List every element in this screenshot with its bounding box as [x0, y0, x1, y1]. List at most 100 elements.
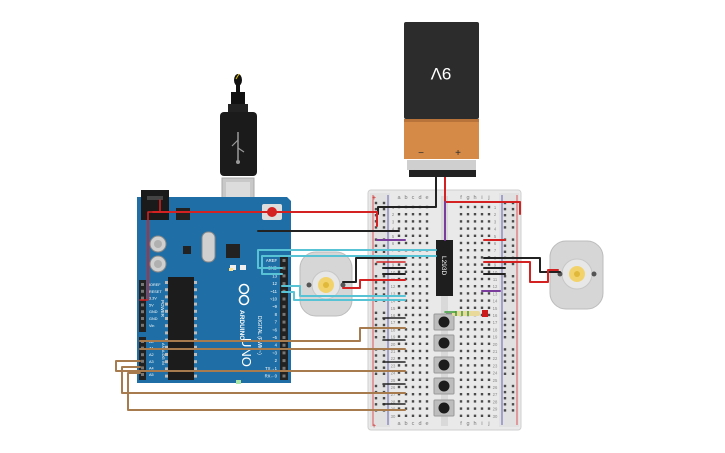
row-number: 26 — [493, 385, 498, 390]
row-number: 20 — [391, 342, 396, 347]
power-pin-label: RESET — [149, 290, 162, 294]
dc-motor-right[interactable] — [549, 240, 604, 310]
push-button[interactable] — [433, 334, 455, 352]
wire-motor-left-b — [342, 279, 406, 289]
power-pin-label: GND — [149, 310, 158, 314]
row-number: 12 — [493, 284, 498, 289]
analog-pin-label: A2 — [149, 353, 154, 357]
column-letter-bottom: f — [460, 421, 462, 427]
digital-pin-label: ~11 — [270, 289, 277, 294]
power-pin-label: 5V — [149, 303, 154, 307]
column-letter-top: i — [481, 195, 482, 201]
column-letter-bottom: b — [404, 421, 407, 427]
digital-pin-label: 4 — [275, 343, 278, 348]
row-number: 4 — [494, 227, 497, 232]
arduino-model-label: UNO — [239, 338, 254, 367]
battery-9v[interactable]: 9V − + — [404, 22, 479, 196]
row-number: 12 — [391, 284, 396, 289]
column-letter-top: g — [466, 195, 469, 201]
wire-button-5 — [115, 360, 406, 372]
row-number: 28 — [493, 399, 498, 404]
row-number: 11 — [493, 277, 498, 282]
analog-header[interactable] — [139, 337, 146, 380]
wire-motor-right-b — [483, 261, 559, 283]
wire-5v — [152, 211, 378, 227]
rail-plus-top-left: + — [372, 195, 376, 202]
wire-5v-board — [139, 199, 161, 301]
column-letter-bottom: h — [473, 421, 476, 427]
dc-motor-left[interactable] — [299, 251, 353, 317]
arduino-uno[interactable]: ARDUINO UNO DIGITAL (PWM~) POWER ANALOG … — [137, 190, 291, 384]
led-red[interactable] — [482, 310, 488, 317]
wire-motor-right-a — [483, 257, 561, 273]
row-number: 24 — [493, 371, 498, 376]
power-label: POWER — [160, 300, 165, 318]
digital-pin-label: ~9 — [272, 304, 277, 309]
push-button[interactable] — [433, 313, 455, 331]
row-number: 1 — [494, 205, 497, 210]
atmega-chip — [168, 277, 194, 380]
row-number: 10 — [391, 270, 396, 275]
digital-pin-label: TX→1 — [265, 366, 278, 371]
digital-pin-label: RX←0 — [265, 374, 278, 379]
push-button[interactable] — [433, 399, 455, 417]
resistor[interactable] — [446, 311, 480, 316]
digital-pin-label: ~5 — [272, 335, 277, 340]
column-letter-top: c — [412, 195, 415, 201]
row-number: 9 — [494, 263, 497, 268]
wire-battery-minus — [377, 195, 437, 215]
row-number: 5 — [494, 234, 497, 239]
row-number: 18 — [493, 327, 498, 332]
row-number: 29 — [493, 407, 498, 412]
l293d-chip[interactable]: L293D — [436, 240, 453, 296]
row-number: 4 — [392, 227, 395, 232]
row-number: 14 — [493, 299, 498, 304]
row-number: 19 — [391, 335, 396, 340]
row-number: 13 — [391, 291, 396, 296]
column-letter-top: f — [460, 195, 462, 201]
row-number: 30 — [391, 414, 396, 419]
row-number: 24 — [391, 371, 396, 376]
digital-pin-label: AREF — [266, 258, 278, 263]
digital-pin-label: ~3 — [272, 350, 277, 355]
digital-header[interactable] — [280, 255, 288, 380]
column-letter-bottom: c — [412, 421, 415, 427]
row-number: 17 — [391, 320, 396, 325]
column-letter-bottom: d — [418, 421, 421, 427]
row-number: 17 — [493, 320, 498, 325]
push-button[interactable] — [433, 377, 455, 395]
row-number: 30 — [493, 414, 498, 419]
row-number: 3 — [392, 219, 395, 224]
rail-plus-bottom-left: + — [372, 423, 376, 430]
push-button[interactable] — [433, 356, 455, 374]
column-letter-bottom: g — [466, 421, 469, 427]
wire-battery-plus — [444, 195, 521, 215]
row-number: 9 — [392, 263, 395, 268]
analog-pin-label: A3 — [149, 360, 154, 364]
wire-motor-left-a — [342, 257, 406, 283]
row-number: 15 — [493, 306, 498, 311]
digital-header-label: DIGITAL (PWM~) — [256, 316, 262, 355]
wire-button-3 — [121, 366, 406, 394]
row-number: 10 — [493, 270, 498, 275]
digital-pin-label: 13 — [272, 273, 277, 278]
analog-pin-label: A4 — [149, 366, 154, 370]
usb-icon — [231, 132, 245, 164]
row-number: 19 — [493, 335, 498, 340]
row-number: 2 — [494, 212, 497, 217]
column-letter-top: j — [487, 195, 489, 201]
row-number: 27 — [493, 392, 498, 397]
digital-pin-label: ~6 — [272, 327, 277, 332]
row-number: 2 — [392, 212, 395, 217]
chip-label: L293D — [440, 256, 447, 275]
column-letter-top: b — [404, 195, 407, 201]
analog-label: ANALOG IN — [161, 343, 166, 365]
column-letter-top: e — [425, 195, 428, 201]
row-number: 20 — [493, 342, 498, 347]
row-number: 22 — [391, 356, 396, 361]
row-number: 16 — [391, 313, 396, 318]
digital-pin-label: 7 — [275, 320, 278, 325]
row-number: 18 — [391, 327, 396, 332]
